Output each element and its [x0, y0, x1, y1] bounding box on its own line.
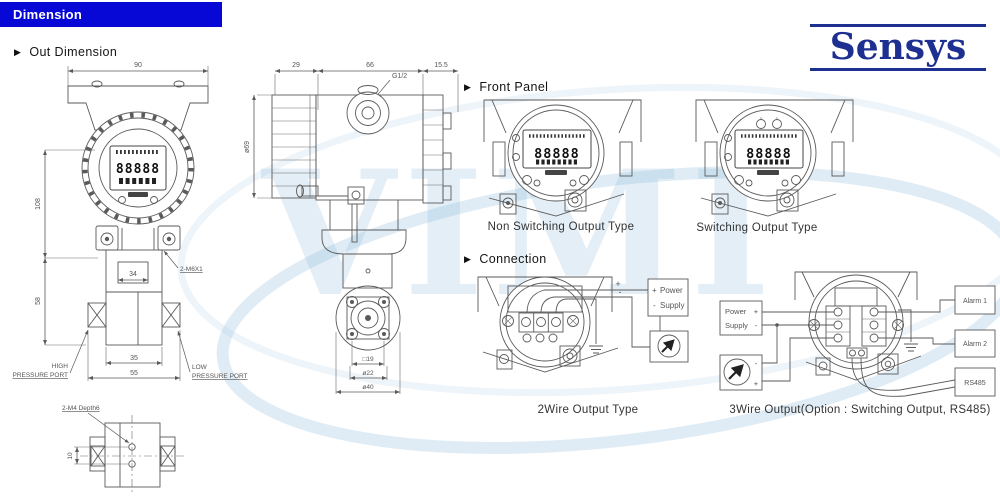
dim-dia22-label: ø22 [362, 370, 374, 377]
psu-minus: - [653, 301, 656, 310]
lcd-digits: 88888 [534, 146, 580, 162]
hole-label: 2-M4 Depth6 [62, 405, 100, 412]
dim-108-label: 108 [35, 198, 42, 210]
dim-sq19-label: □19 [362, 356, 374, 363]
ground-symbol-icon [904, 343, 918, 352]
dim-dia40-label: ø40 [362, 384, 374, 391]
wire-minus-label: - [619, 287, 622, 297]
rs485-label: RS485 [964, 380, 986, 387]
side-view-drawing: 29 66 15.5 G1/2 ø69 [244, 62, 459, 394]
status-led-icon [772, 119, 782, 129]
psu-plus: + [652, 286, 657, 295]
high-port-label: PRESSURE PORT [12, 372, 68, 379]
dim-58-label: 58 [35, 297, 42, 305]
psu-minus: - [755, 321, 758, 330]
title-banner: Dimension [0, 2, 222, 27]
meter-minus: - [755, 359, 758, 368]
dim-34-label: 34 [129, 271, 137, 278]
status-led-icon [756, 119, 766, 129]
psu-label: Power [660, 286, 683, 295]
alarm2-label: Alarm 2 [963, 341, 987, 348]
wire-plus-label: + [615, 279, 620, 289]
alarm1-label: Alarm 1 [963, 298, 987, 305]
section-label: Front Panel [479, 80, 549, 94]
two-wire-caption: 2Wire Output Type [538, 404, 639, 416]
section-front-panel: ▶ Front Panel [464, 80, 548, 94]
section-label: Out Dimension [29, 45, 118, 59]
dim-15-5-label: 15.5 [434, 62, 448, 69]
section-arrow-icon: ▶ [14, 46, 22, 57]
conduit-label: G1/2 [392, 73, 407, 80]
front-panel-non-switching: 88888 Non Switching Output Type [484, 100, 641, 233]
section-label: Connection [479, 252, 547, 266]
section-out-dimension: ▶ Out Dimension [14, 45, 117, 59]
high-port-label: HIGH [52, 363, 69, 370]
lcd-digits: 88888 [746, 146, 792, 162]
non-switching-caption: Non Switching Output Type [488, 221, 635, 233]
three-wire-caption: 3Wire Output(Option : Switching Output, … [729, 404, 990, 416]
dim-55-label: 55 [130, 370, 138, 377]
dim-66-label: 66 [366, 62, 374, 69]
low-port-label: PRESSURE PORT [192, 373, 248, 380]
sensys-mini-logo [128, 192, 148, 197]
power-supply-box [647, 278, 689, 317]
thread-label: 2-M6X1 [180, 266, 203, 273]
dim-10-label: 10 [67, 452, 74, 460]
sensys-logo-text: Sensys [829, 26, 967, 68]
dim-dia69-label: ø69 [244, 141, 251, 153]
dim-90-label: 90 [134, 62, 142, 69]
meter-plus: + [754, 379, 759, 388]
sensys-logo: Sensys [810, 24, 986, 72]
lcd-digits: 88888 [116, 162, 160, 177]
section-arrow-icon: ▶ [464, 81, 472, 92]
connection-2wire-diagram: + - + Power - Supply 2Wire Output Type [477, 276, 689, 416]
psu-plus: + [754, 307, 759, 316]
psu-label: Supply [660, 301, 684, 310]
rs485-box [954, 367, 996, 397]
dim-29-label: 29 [292, 62, 300, 69]
alarm1-box [954, 285, 996, 315]
bottom-view-drawing: 2-M4 Depth6 10 [62, 405, 186, 494]
ground-symbol-icon [589, 345, 603, 354]
page-title: Dimension [13, 7, 83, 22]
meter-icon [723, 358, 751, 386]
psu-label: Power [725, 307, 747, 316]
low-port-label: LOW [192, 364, 208, 371]
dim-35-label: 35 [130, 355, 138, 362]
switching-caption: Switching Output Type [696, 222, 817, 234]
section-arrow-icon: ▶ [464, 253, 472, 264]
section-connection: ▶ Connection [464, 252, 547, 266]
front-panel-switching: 88888 Switching Output Type [696, 100, 853, 234]
psu-label: Supply [725, 321, 748, 330]
alarm2-box [954, 329, 996, 358]
power-supply-box [719, 300, 763, 336]
meter-icon [657, 334, 681, 358]
front-view-drawing: 90 88888 34 [12, 62, 248, 381]
connection-3wire-diagram: Power Supply + - - + [719, 271, 996, 416]
